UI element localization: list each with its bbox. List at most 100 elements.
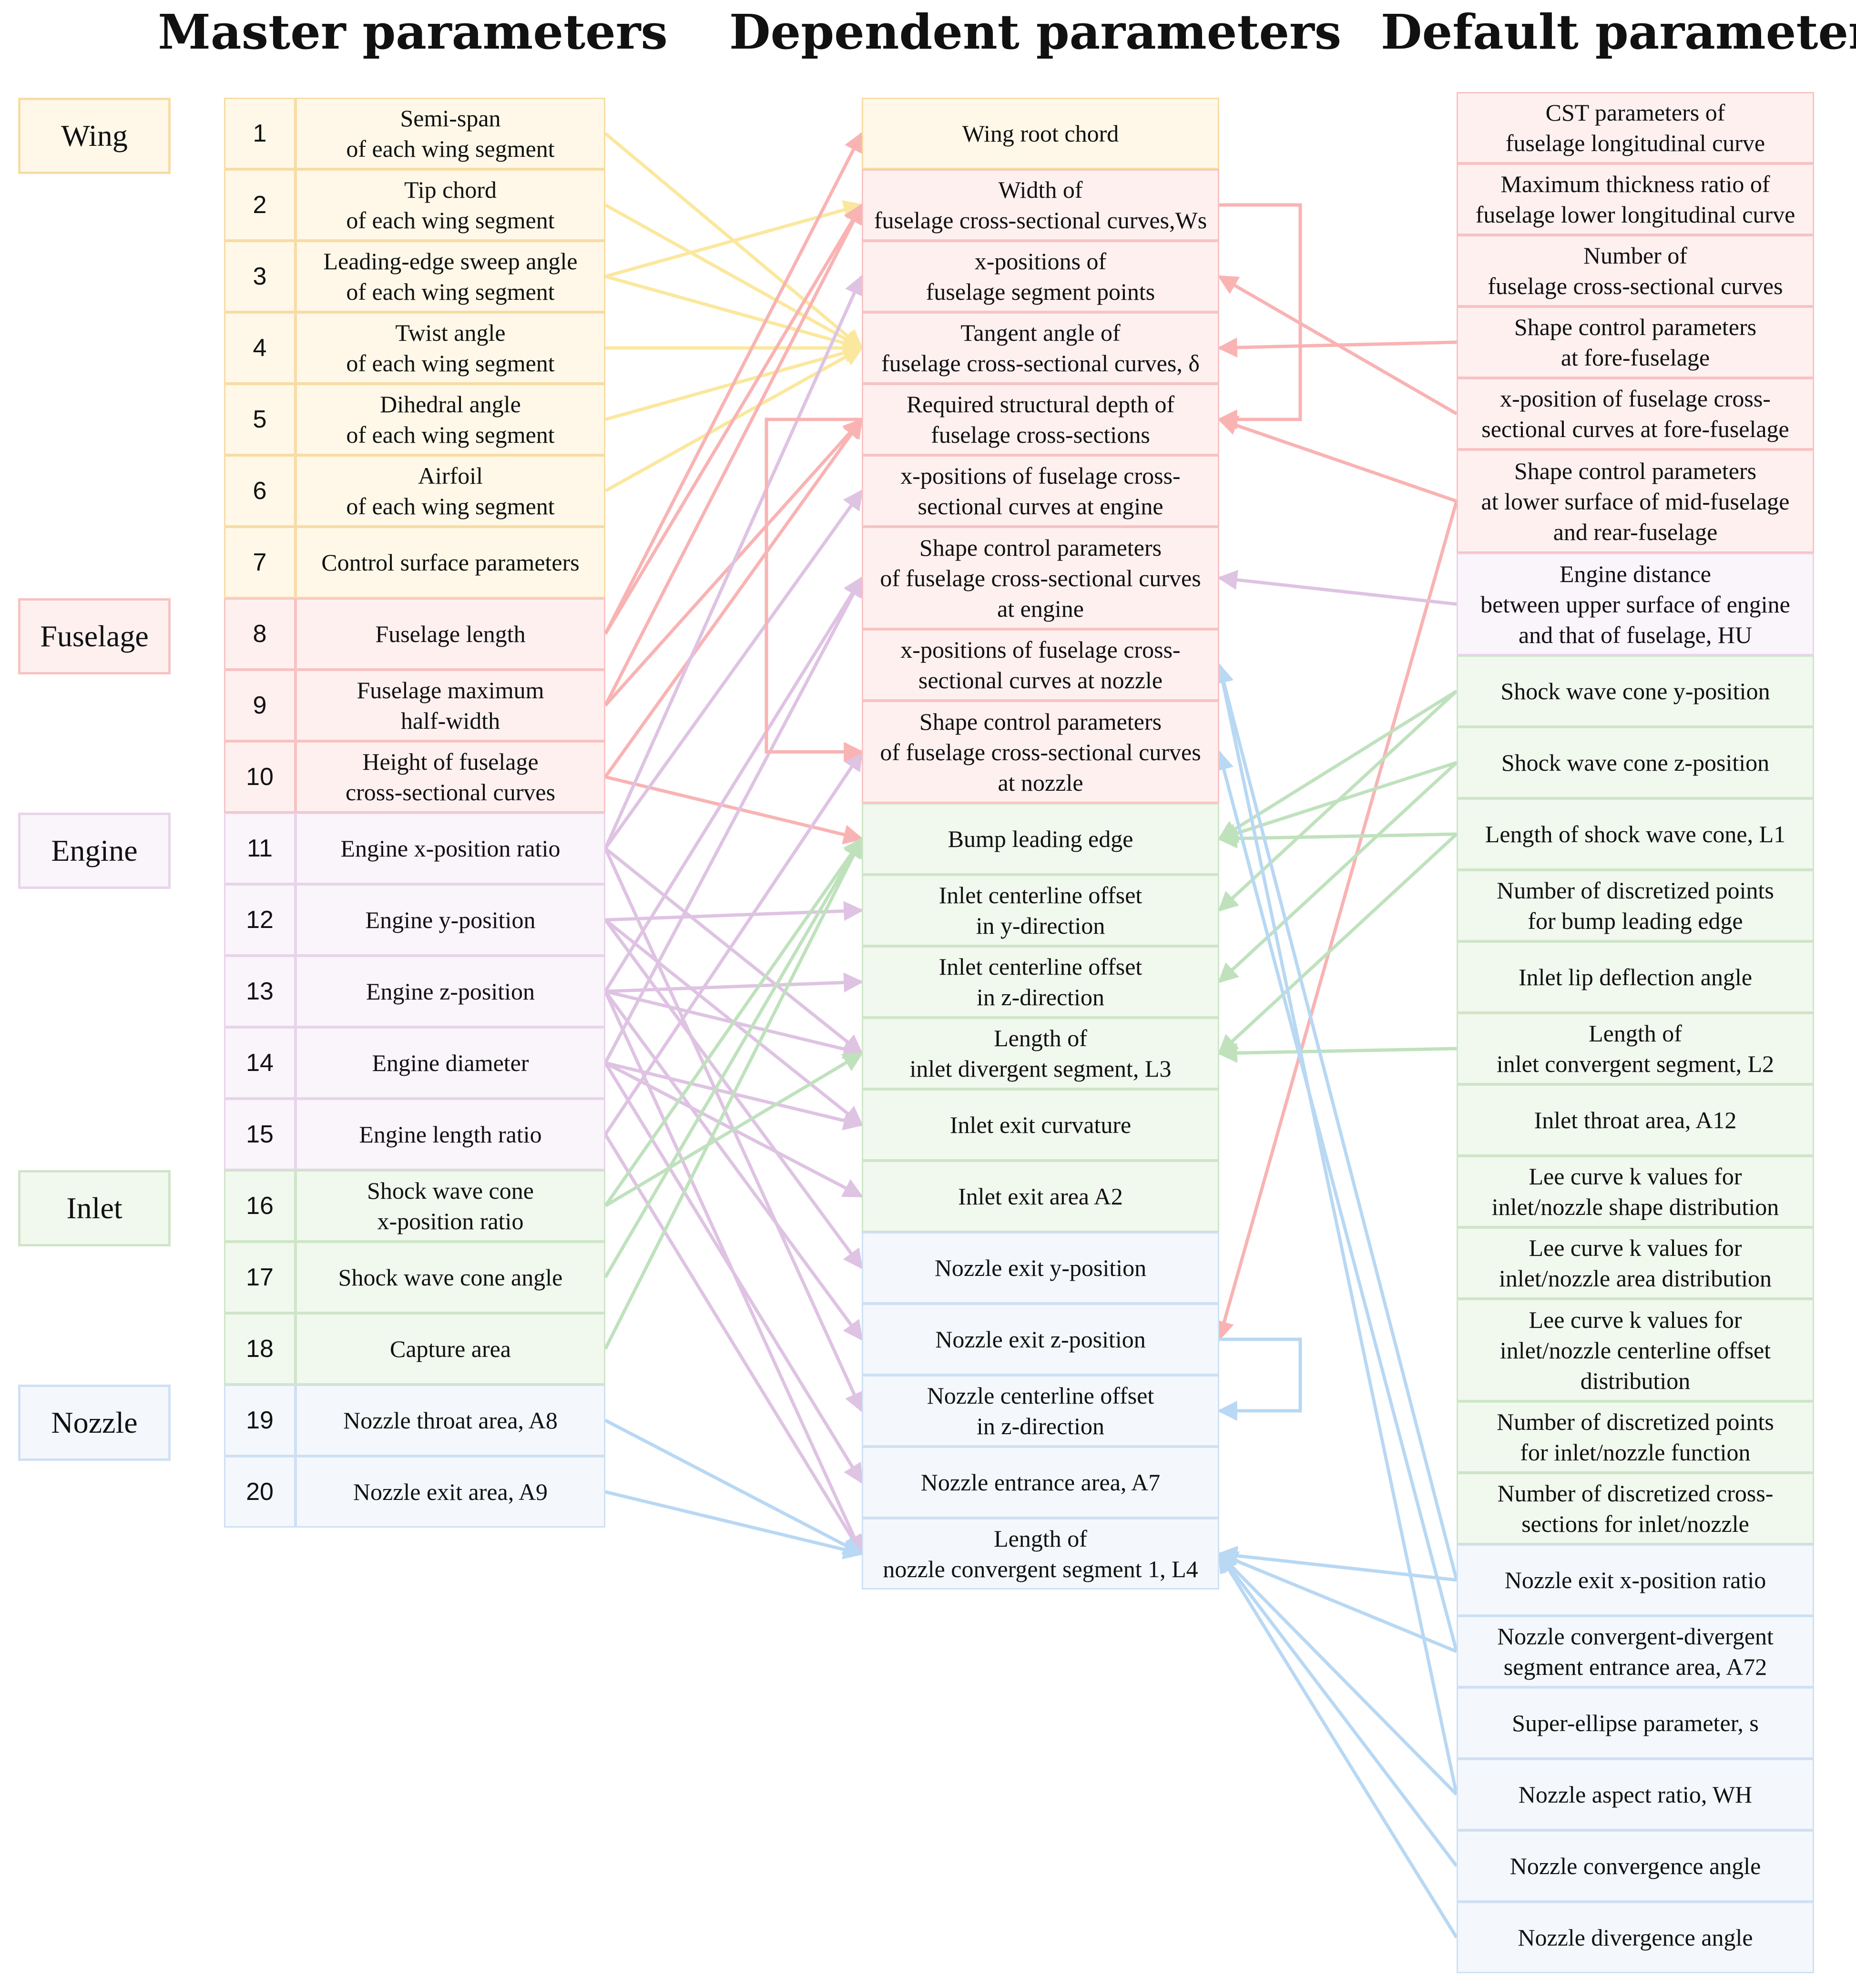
- link-m3-to-d2: [605, 200, 864, 278]
- link-f24-to-d20: [1218, 1552, 1458, 1867]
- default-param-maximum-thickness-ratio-of-fuselage-lowe: Maximum thickness ratio of fuselage lowe…: [1457, 163, 1814, 235]
- loop-d5-to-d9: [765, 418, 864, 762]
- master-param-number: 18: [224, 1313, 296, 1385]
- master-param-number: 1: [224, 98, 296, 169]
- dependent-param-shape-control-parameters-of-fuselage-cro: Shape control parameters of fuselage cro…: [862, 701, 1219, 803]
- link-m14-to-d7: [603, 576, 864, 1064]
- master-param-number: 8: [224, 598, 296, 670]
- default-param-nozzle-aspect-ratio-wh: Nozzle aspect ratio, WH: [1457, 1759, 1814, 1830]
- dependent-header: Dependent parameters: [729, 4, 1342, 60]
- default-param-nozzle-convergence-angle: Nozzle convergence angle: [1457, 1830, 1814, 1902]
- default-param-number-of-discretized-points-for-bump-le: Number of discretized points for bump le…: [1457, 870, 1814, 941]
- master-param-number: 19: [224, 1385, 296, 1456]
- master-param-dihedral-angle-of-each-wing-segment: Dihedral angle of each wing segment: [296, 384, 605, 455]
- master-param-nozzle-throat-area-a8: Nozzle throat area, A8: [296, 1385, 605, 1456]
- master-param-number: 12: [224, 884, 296, 956]
- master-param-number: 4: [224, 312, 296, 384]
- link-f20-to-d8: [1214, 663, 1458, 1580]
- master-param-number: 15: [224, 1099, 296, 1170]
- default-param-number-of-fuselage-cross-sectional-curve: Number of fuselage cross-sectional curve…: [1457, 235, 1814, 306]
- link-m13-to-d12: [605, 972, 864, 993]
- link-f21-to-d9: [1214, 750, 1458, 1652]
- dependent-param-x-positions-of-fuselage-cross-sectional-: x-positions of fuselage cross- sectional…: [862, 455, 1219, 527]
- master-param-number: 3: [224, 241, 296, 312]
- link-f5-to-d3: [1217, 275, 1458, 416]
- master-param-engine-z-position: Engine z-position: [296, 956, 605, 1027]
- default-param-number-of-discretized-cross-sections-for: Number of discretized cross- sections fo…: [1457, 1473, 1814, 1544]
- link-f8-to-d10: [1217, 690, 1458, 840]
- default-param-shock-wave-cone-z-position: Shock wave cone z-position: [1457, 727, 1814, 798]
- link-m15-to-d20: [604, 1133, 863, 1556]
- master-param-number: 17: [224, 1242, 296, 1313]
- master-param-nozzle-exit-area-a9: Nozzle exit area, A9: [296, 1456, 605, 1528]
- dependent-param-x-positions-of-fuselage-segment-points: x-positions of fuselage segment points: [862, 241, 1219, 312]
- link-m8-to-d2: [603, 203, 864, 635]
- master-param-control-surface-parameters: Control surface parameters: [296, 527, 605, 598]
- default-param-x-position-of-fuselage-cross-sectional-c: x-position of fuselage cross- sectional …: [1457, 378, 1814, 449]
- master-param-twist-angle-of-each-wing-segment: Twist angle of each wing segment: [296, 312, 605, 384]
- dependent-param-inlet-exit-area-a2: Inlet exit area A2: [862, 1161, 1219, 1232]
- master-param-shock-wave-cone-x-position-ratio: Shock wave cone x-position ratio: [296, 1170, 605, 1242]
- default-param-inlet-throat-area-a12: Inlet throat area, A12: [1457, 1084, 1814, 1156]
- link-m13-to-d17: [604, 990, 863, 1341]
- master-param-number: 14: [224, 1027, 296, 1099]
- link-m9-to-d2: [603, 203, 864, 706]
- dependent-param-inlet-centerline-offset-in-y-direction: Inlet centerline offset in y-direction: [862, 875, 1219, 946]
- default-param-shape-control-parameters-at-lower-surfac: Shape control parameters at lower surfac…: [1457, 449, 1814, 553]
- master-header: Master parameters: [158, 4, 668, 60]
- link-m8-to-d1: [603, 132, 864, 635]
- dependent-param-bump-leading-edge: Bump leading edge: [862, 803, 1219, 875]
- link-m2-to-d4: [604, 203, 864, 350]
- link-m15-to-d9: [604, 750, 863, 1135]
- link-m17-to-d10: [603, 837, 864, 1278]
- group-label-inlet: Inlet: [18, 1170, 171, 1246]
- dependent-param-required-structural-depth-of-fuselage-cr: Required structural depth of fuselage cr…: [862, 384, 1219, 455]
- link-f20-to-d20: [1217, 1546, 1457, 1582]
- link-m13-to-d7: [604, 576, 863, 992]
- link-f9-to-d12: [1217, 761, 1458, 983]
- default-param-shape-control-parameters-at-fore-fuselag: Shape control parameters at fore-fuselag…: [1457, 306, 1814, 378]
- link-f9-to-d10: [1217, 761, 1458, 843]
- default-header: Default parameters: [1380, 4, 1856, 60]
- default-param-nozzle-divergence-angle: Nozzle divergence angle: [1457, 1902, 1814, 1973]
- master-param-number: 2: [224, 169, 296, 241]
- link-f6-to-d5: [1217, 416, 1458, 503]
- link-m3-to-d4: [605, 275, 864, 353]
- default-param-cst-parameters-of-fuselage-longitudinal-: CST parameters of fuselage longitudinal …: [1457, 92, 1814, 163]
- dependent-param-length-of-inlet-divergent-segment-l3: Length of inlet divergent segment, L3: [862, 1018, 1219, 1089]
- master-param-airfoil-of-each-wing-segment: Airfoil of each wing segment: [296, 455, 605, 527]
- group-label-engine: Engine: [18, 813, 171, 889]
- default-param-lee-curve-k-values-for-inlet-nozzle-cent: Lee curve k values for inlet/nozzle cent…: [1457, 1299, 1814, 1401]
- master-param-capture-area: Capture area: [296, 1313, 605, 1385]
- link-m11-to-d6: [604, 489, 863, 850]
- master-param-number: 16: [224, 1170, 296, 1242]
- group-label-nozzle: Nozzle: [18, 1385, 171, 1461]
- link-m16-to-d10: [604, 837, 863, 1207]
- group-label-fuselage: Fuselage: [18, 598, 171, 674]
- loop-d2-to-d5: [1217, 203, 1302, 429]
- master-param-leading-edge-sweep-angle-of-each-wing-se: Leading-edge sweep angle of each wing se…: [296, 241, 605, 312]
- link-m14-to-d19: [604, 1062, 863, 1484]
- dependent-param-nozzle-exit-z-position: Nozzle exit z-position: [862, 1304, 1219, 1375]
- link-m16-to-d13: [604, 1051, 864, 1208]
- link-f10-to-d13: [1217, 833, 1458, 1055]
- default-param-nozzle-convergent-divergent-segment-entr: Nozzle convergent-divergent segment entr…: [1457, 1616, 1814, 1687]
- default-param-length-of-inlet-convergent-segment-l2: Length of inlet convergent segment, L2: [1457, 1013, 1814, 1084]
- master-param-number: 6: [224, 455, 296, 527]
- master-param-height-of-fuselage-cross-sectional-curve: Height of fuselage cross-sectional curve…: [296, 741, 605, 813]
- master-param-number: 10: [224, 741, 296, 813]
- link-f25-to-d20: [1218, 1552, 1458, 1938]
- master-param-number: 13: [224, 956, 296, 1027]
- master-param-number: 7: [224, 527, 296, 598]
- link-f13-to-d13: [1217, 1043, 1457, 1063]
- link-m11-to-d3: [603, 275, 864, 849]
- default-param-number-of-discretized-points-for-inlet-n: Number of discretized points for inlet/n…: [1457, 1401, 1814, 1473]
- link-f10-to-d10: [1217, 828, 1457, 849]
- dependent-param-width-of-fuselage-cross-sectional-curves: Width of fuselage cross-sectional curves…: [862, 169, 1219, 241]
- link-f23-to-d8: [1213, 663, 1458, 1795]
- master-param-tip-chord-of-each-wing-segment: Tip chord of each wing segment: [296, 169, 605, 241]
- default-param-lee-curve-k-values-for-inlet-nozzle-area: Lee curve k values for inlet/nozzle area…: [1457, 1227, 1814, 1299]
- link-f7-to-d7: [1217, 570, 1457, 606]
- master-param-engine-length-ratio: Engine length ratio: [296, 1099, 605, 1170]
